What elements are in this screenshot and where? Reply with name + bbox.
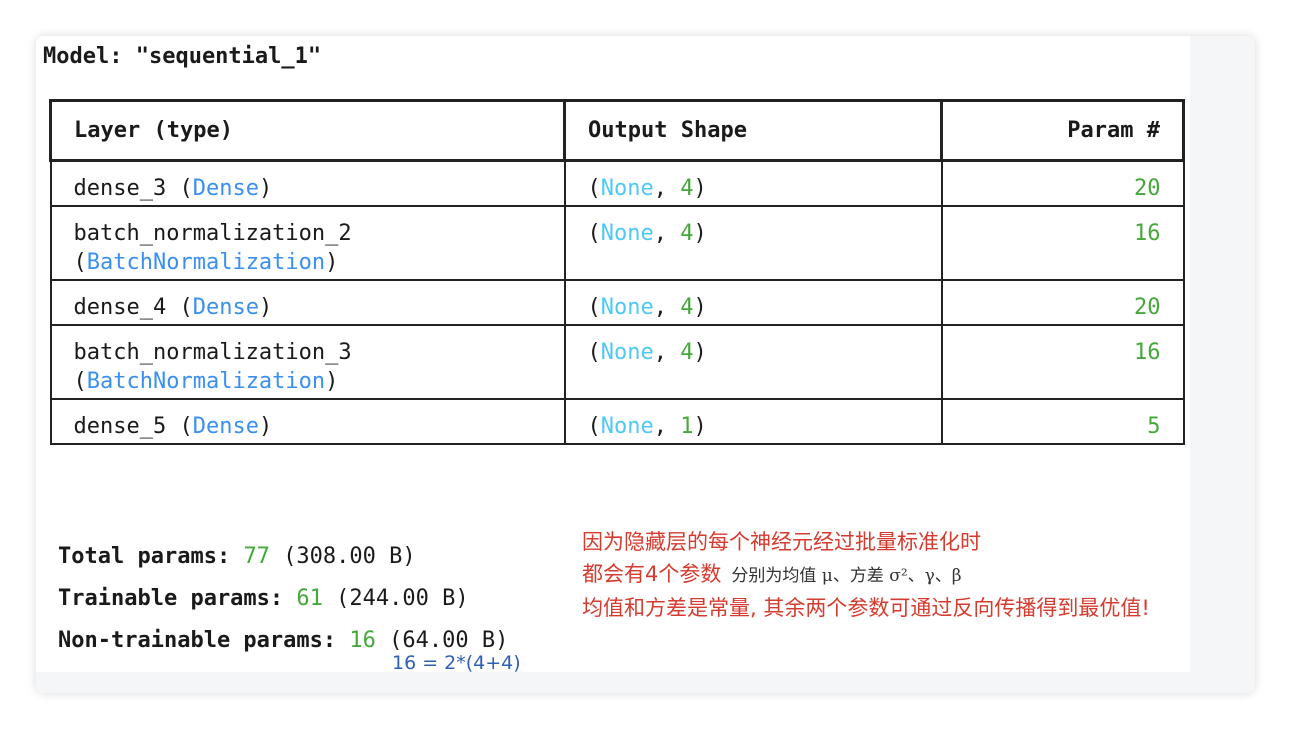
non-trainable-params: Non-trainable params: 16 (64.00 B) [58, 628, 509, 653]
header-layer: Layer (type) [49, 99, 566, 162]
param-count-cell: 16 [940, 323, 1185, 400]
output-cell: Model: "sequential_1" Layer (type) Outpu… [36, 36, 1255, 693]
table-row: batch_normalization_3(BatchNormalization… [49, 323, 1185, 400]
output-area: Model: "sequential_1" Layer (type) Outpu… [36, 36, 1190, 674]
output-shape-cell: (None, 4) [563, 323, 943, 400]
total-params: Total params: 77 (308.00 B) [58, 544, 416, 569]
table-row: dense_3 (Dense) (None, 4) 20 [49, 159, 1185, 207]
parameter-list: 分别为均值 μ、方差 σ²、γ、β [731, 566, 962, 586]
layer-cell: batch_normalization_3(BatchNormalization… [49, 323, 566, 400]
output-shape-cell: (None, 1) [563, 397, 943, 445]
annotation-line-3: 均值和方差是常量, 其余两个参数可通过反向传播得到最优值! [582, 596, 1150, 620]
param-count-cell: 16 [940, 204, 1185, 281]
table-row: dense_4 (Dense) (None, 4) 20 [49, 278, 1185, 326]
layer-cell: dense_5 (Dense) [49, 397, 566, 445]
annotation-line-2: 都会有4个参数分别为均值 μ、方差 σ²、γ、β [582, 562, 962, 586]
param-count-cell: 5 [940, 397, 1185, 445]
layer-cell: batch_normalization_2(BatchNormalization… [49, 204, 566, 281]
param-count-cell: 20 [940, 278, 1185, 326]
header-params: Param # [940, 99, 1185, 162]
annotation-line-1: 因为隐藏层的每个神经元经过批量标准化时 [582, 530, 981, 554]
output-shape-cell: (None, 4) [563, 278, 943, 326]
param-totals: Total params: 77 (308.00 B) Trainable pa… [58, 536, 508, 662]
header-output-shape: Output Shape [563, 99, 943, 162]
table-row: dense_5 (Dense) (None, 1) 5 [49, 397, 1185, 445]
annotation-note: 因为隐藏层的每个神经元经过批量标准化时 都会有4个参数分别为均值 μ、方差 σ²… [582, 526, 1150, 624]
table-row: batch_normalization_2(BatchNormalization… [49, 204, 1185, 281]
model-summary-table: Layer (type) Output Shape Param # dense_… [49, 99, 1185, 445]
model-title: Model: "sequential_1" [43, 44, 322, 69]
output-shape-cell: (None, 4) [563, 159, 943, 207]
layer-cell: dense_3 (Dense) [49, 159, 566, 207]
formula-note: 16 = 2*(4+4) [392, 652, 521, 674]
output-shape-cell: (None, 4) [563, 204, 943, 281]
trainable-params: Trainable params: 61 (244.00 B) [58, 586, 469, 611]
param-count-cell: 20 [940, 159, 1185, 207]
table-header: Layer (type) Output Shape Param # [49, 99, 1185, 162]
layer-cell: dense_4 (Dense) [49, 278, 566, 326]
